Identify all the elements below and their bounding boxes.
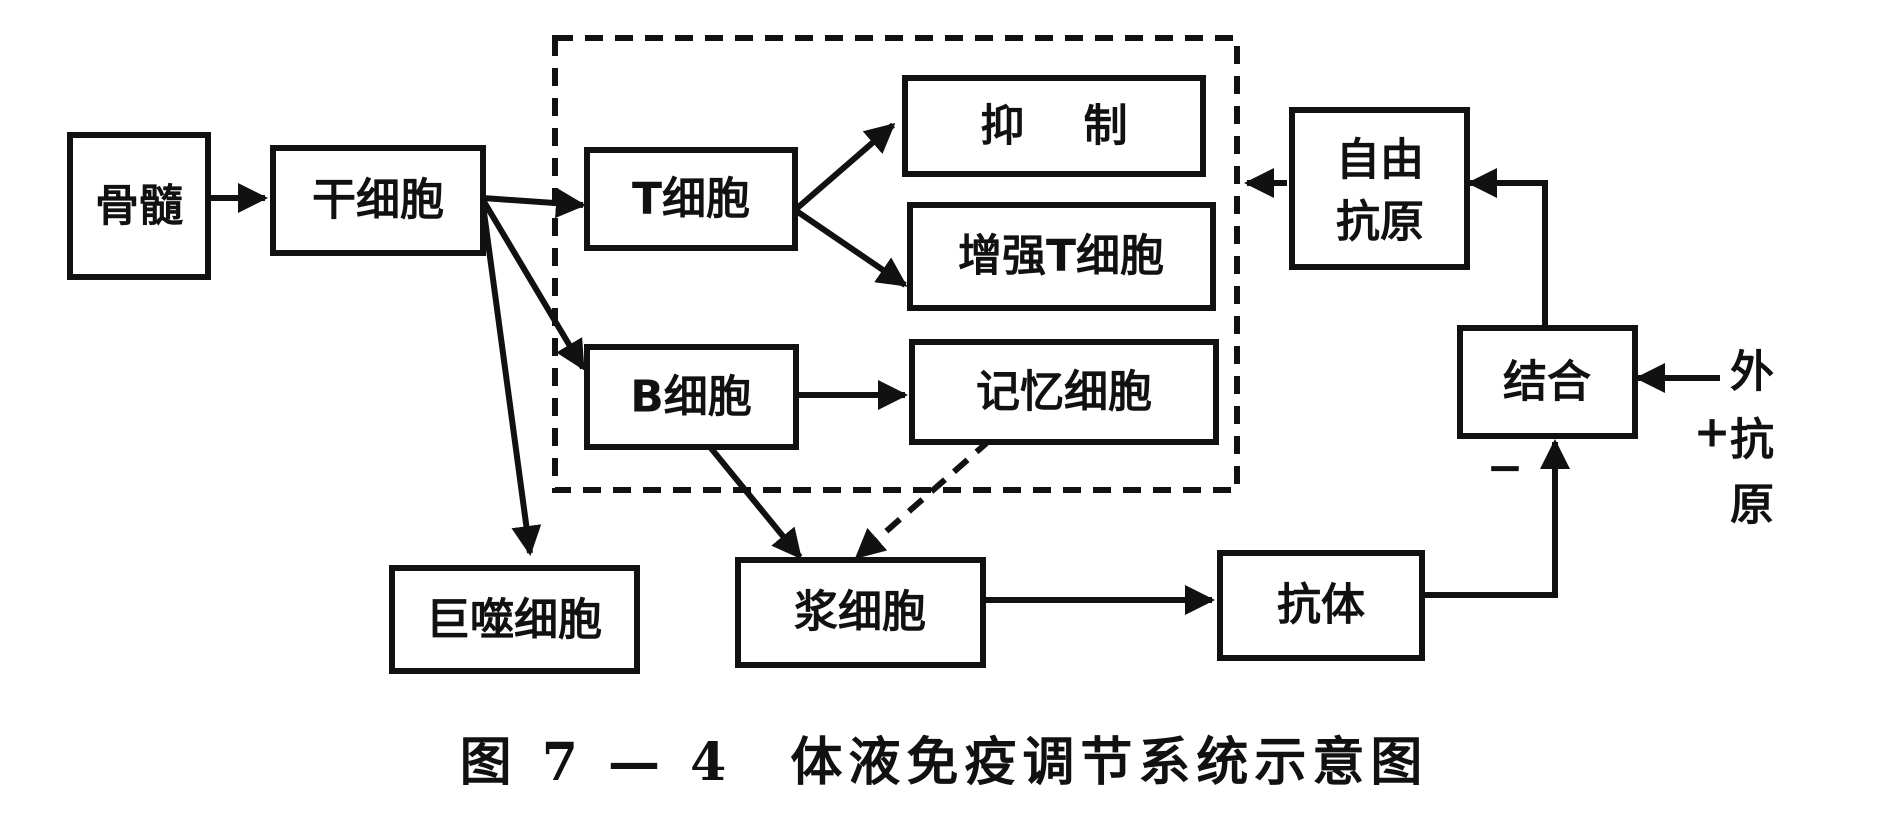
- node-plasma-cell-label: 浆细胞: [794, 587, 926, 638]
- node-bone-marrow-label: 骨髓: [95, 181, 183, 232]
- node-macrophage-label: 巨噬细胞: [426, 595, 602, 646]
- external-antigen-char-2: 抗: [1730, 415, 1774, 466]
- node-free-antigen-label-line1: 自由: [1336, 135, 1424, 186]
- node-suppressor-label: 抑 制: [980, 101, 1127, 152]
- node-stem-cell: 干细胞: [270, 145, 486, 256]
- edge-stem-cell-to-t-cell: [482, 188, 586, 219]
- node-binding: 结合: [1457, 325, 1638, 439]
- edge-memory-cell-to-plasma-cell: [854, 437, 992, 560]
- edge-stem-cell-to-macrophage: [480, 204, 542, 556]
- node-t-cell-label: T细胞: [632, 174, 750, 225]
- node-t-cell: T细胞: [584, 147, 798, 251]
- node-memory-cell: 记忆细胞: [909, 339, 1219, 445]
- node-stem-cell-label: 干细胞: [312, 175, 444, 226]
- node-antibody: 抗体: [1217, 550, 1425, 661]
- external-antigen-char-1: 外: [1730, 347, 1774, 398]
- node-b-cell-label: B细胞: [630, 372, 752, 423]
- node-helper-t-cell: 增强T细胞: [907, 202, 1216, 311]
- node-plasma-cell: 浆细胞: [735, 557, 986, 668]
- plus-sign: +: [1694, 407, 1731, 458]
- edge-b-cell-to-plasma-cell: [707, 445, 803, 560]
- edge-binding-to-free-antigen: [1467, 168, 1548, 325]
- node-b-cell: B细胞: [584, 344, 799, 450]
- node-helper-t-cell-label: 增强T细胞: [958, 231, 1164, 282]
- edge-t-cell-to-suppressor: [793, 122, 896, 213]
- edge-antibody-to-binding: [1422, 439, 1570, 598]
- node-suppressor: 抑 制: [902, 75, 1206, 177]
- lymphocyte-region: [552, 35, 1240, 493]
- node-free-antigen-label-line2: 抗原: [1336, 197, 1424, 248]
- edge-t-cell-to-helper-t: [793, 207, 908, 288]
- immune-regulation-diagram: 骨髓 干细胞 T细胞 B细胞 抑 制 增强T细胞 记忆细胞 巨噬细胞 浆细胞 抗…: [67, 35, 1774, 674]
- node-free-antigen: 自由 抗原: [1289, 107, 1470, 270]
- node-memory-cell-label: 记忆细胞: [976, 367, 1152, 418]
- external-antigen-char-3: 原: [1730, 480, 1774, 531]
- node-antibody-label: 抗体: [1277, 580, 1365, 631]
- edge-stem-cell-to-b-cell: [480, 198, 586, 371]
- minus-sign: −: [1487, 443, 1524, 494]
- node-macrophage: 巨噬细胞: [389, 565, 640, 674]
- node-binding-label: 结合: [1503, 357, 1591, 408]
- figure-caption: 图 7 — 4 体液免疫调节系统示意图: [459, 732, 1429, 793]
- node-bone-marrow: 骨髓: [67, 132, 211, 280]
